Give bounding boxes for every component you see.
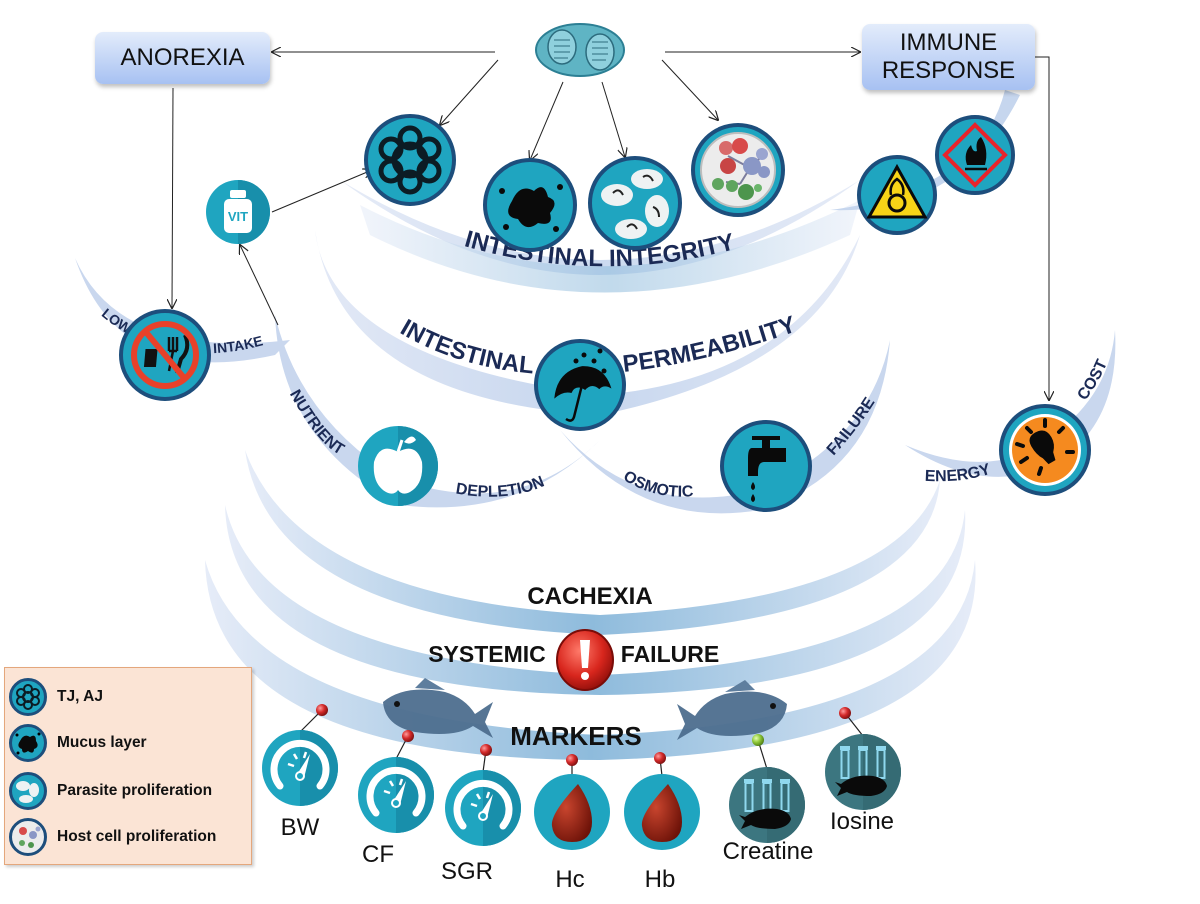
- marker-hb: [624, 752, 700, 850]
- red-pin-icon: [480, 744, 492, 756]
- arrow-parasite-to-tj: [440, 59, 499, 125]
- gauge-icon: [262, 730, 338, 806]
- marker-creatine: [729, 734, 805, 843]
- marker-label-iosine: Iosine: [829, 808, 895, 835]
- label-systemic: SYSTEMIC: [428, 641, 546, 667]
- no-food-circle: [119, 309, 211, 401]
- arrow-immune-to-energy: [1035, 56, 1049, 400]
- marker-label-hb: Hb: [644, 866, 676, 893]
- label-depletion: DEPLETION: [455, 473, 547, 500]
- label-cachexia: CACHEXIA: [527, 583, 652, 610]
- legend-item-tj-aj: TJ, AJ: [9, 678, 103, 716]
- arc-intestinal-integrity-band: [360, 200, 860, 293]
- immune-label-line2: RESPONSE: [881, 57, 1016, 84]
- marker-label-hc: Hc: [555, 866, 585, 893]
- parasite-cells-icon: [9, 772, 47, 810]
- blood-drop-icon: [534, 774, 610, 850]
- marker-iosine: [825, 707, 901, 810]
- marker-label-creatine: Creatine: [722, 838, 814, 865]
- anorexia-label: ANOREXIA: [120, 44, 245, 71]
- immune-response-box: IMMUNE RESPONSE: [862, 24, 1035, 90]
- host-cell-proliferation-circle: [691, 123, 785, 217]
- legend-label: Host cell proliferation: [57, 828, 217, 845]
- connectors: [172, 52, 1049, 400]
- fish-icon-left: [383, 678, 493, 738]
- parasite-proliferation-circle: [588, 156, 682, 250]
- marker-label-cf: CF: [362, 841, 394, 868]
- label-failure-systemic: FAILURE: [621, 641, 719, 667]
- umbrella-rain-circle: [534, 339, 626, 431]
- green-pin-icon: [752, 734, 764, 746]
- oxidizer-hazard-circle: [857, 155, 937, 235]
- arc-intestinal-permeability: [315, 230, 860, 415]
- faucet-circle: [720, 420, 812, 512]
- anorexia-box: ANOREXIA: [95, 32, 270, 84]
- vitamin-bottle-circle: VIT: [206, 180, 270, 244]
- test-tubes-fish-icon: [729, 767, 805, 843]
- arrow-vit-to-tj: [271, 170, 372, 213]
- fish-icon-right: [677, 680, 787, 740]
- arrow-intake-to-vit: [240, 245, 279, 326]
- red-pin-icon: [654, 752, 666, 764]
- label-osmotic: OSMOTIC: [620, 468, 694, 501]
- legend-label: TJ, AJ: [57, 688, 103, 705]
- red-pin-icon: [316, 704, 328, 716]
- lightbulb-energy-circle: [999, 404, 1091, 496]
- vit-label: VIT: [228, 209, 248, 224]
- blood-drop-icon: [624, 774, 700, 850]
- legend-item-host-cell: Host cell proliferation: [9, 818, 216, 856]
- marker-bw: [262, 704, 338, 806]
- mucus-circle: [483, 158, 577, 252]
- arrow-anorexia-to-low-intake: [172, 87, 173, 308]
- label-nutrient: NUTRIENT: [286, 387, 347, 459]
- gauge-icon: [358, 757, 434, 833]
- legend-label: Parasite proliferation: [57, 782, 213, 799]
- red-pin-icon: [839, 707, 851, 719]
- alert-exclamation-icon: [556, 629, 614, 691]
- flammable-hazard-circle: [935, 115, 1015, 195]
- marker-label-bw: BW: [280, 814, 320, 841]
- legend-item-parasite: Parasite proliferation: [9, 772, 212, 810]
- legend: TJ, AJ Mucus layer Parasite proliferatio…: [4, 667, 252, 865]
- label-markers: MARKERS: [510, 721, 641, 751]
- legend-item-mucus: Mucus layer: [9, 724, 147, 762]
- label-permeability: PERMEABILITY: [621, 311, 799, 378]
- marker-sgr: [445, 744, 521, 846]
- tight-junction-icon: [9, 678, 47, 716]
- marker-cf: [358, 730, 434, 833]
- tj-aj-circle: [364, 114, 456, 206]
- mucus-splat-icon: [9, 724, 47, 762]
- apple-circle: [358, 426, 438, 506]
- test-tubes-fish-icon: [825, 734, 901, 810]
- marker-icons: [262, 704, 901, 850]
- arc-nutrient-depletion: [275, 315, 600, 508]
- red-pin-icon: [402, 730, 414, 742]
- legend-label: Mucus layer: [57, 734, 147, 751]
- red-pin-icon: [566, 754, 578, 766]
- marker-label-sgr: SGR: [440, 858, 494, 885]
- arc-cachexia: [245, 450, 940, 635]
- gauge-icon: [445, 770, 521, 846]
- arrow-parasite-to-parasite-prolif: [601, 81, 625, 157]
- host-cell-molecule-icon: [9, 818, 47, 856]
- arrow-parasite-to-host-cell: [661, 59, 718, 120]
- arrow-parasite-to-mucus: [530, 81, 564, 160]
- parasite-icon: [535, 23, 625, 77]
- marker-hc: [534, 754, 610, 850]
- immune-label-line1: IMMUNE: [899, 29, 998, 56]
